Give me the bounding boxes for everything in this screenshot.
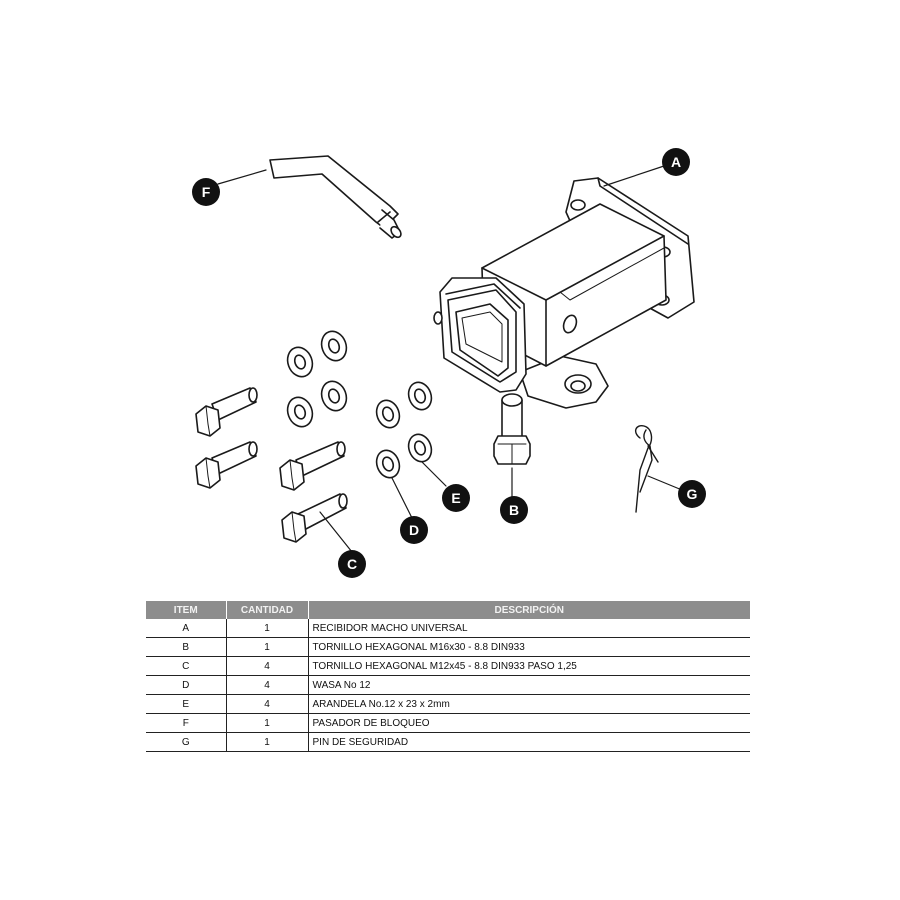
cell-item: G (146, 732, 226, 752)
svg-text:E: E (451, 490, 460, 506)
svg-text:D: D (409, 522, 419, 538)
table-header-row: ITEM CANTIDAD DESCRIPCIÓN (146, 601, 750, 619)
safety-pin-part-g (634, 424, 659, 513)
cell-qty: 1 (225, 619, 308, 638)
locking-pin-part-f (269, 155, 402, 239)
svg-text:G: G (687, 486, 698, 502)
header-descripcion: DESCRIPCIÓN (307, 601, 750, 619)
cell-item: B (146, 637, 226, 657)
callout-e: E (442, 484, 470, 512)
cell-desc: TORNILLO HEXAGONAL M12x45 - 8.8 DIN933 P… (307, 656, 750, 676)
table-row: D 4 WASA No 12 (146, 675, 750, 695)
cell-qty: 4 (225, 675, 308, 695)
svg-text:B: B (509, 502, 519, 518)
cell-desc: TORNILLO HEXAGONAL M16x30 - 8.8 DIN933 (307, 637, 750, 657)
cell-desc: PASADOR DE BLOQUEO (307, 713, 750, 733)
parts-list-table: ITEM CANTIDAD DESCRIPCIÓN A 1 RECIBIDOR … (146, 601, 750, 752)
svg-text:F: F (202, 184, 211, 200)
table-row: F 1 PASADOR DE BLOQUEO (146, 713, 750, 733)
washers-parts-d-e (286, 330, 433, 479)
cell-qty: 4 (225, 656, 308, 676)
cell-qty: 1 (225, 732, 308, 752)
svg-text:A: A (671, 154, 681, 170)
cell-item: C (146, 656, 226, 676)
svg-text:C: C (347, 556, 357, 572)
cell-desc: RECIBIDOR MACHO UNIVERSAL (307, 619, 750, 638)
callout-c: C (338, 550, 366, 578)
table-row: A 1 RECIBIDOR MACHO UNIVERSAL (146, 619, 750, 638)
cell-item: D (146, 675, 226, 695)
header-item: ITEM (146, 601, 226, 619)
receiver-hitch-part-a (433, 177, 695, 409)
table-row: E 4 ARANDELA No.12 x 23 x 2mm (146, 694, 750, 714)
cell-qty: 1 (225, 713, 308, 733)
cell-item: A (146, 619, 226, 638)
callout-f: F (192, 178, 220, 206)
header-cantidad: CANTIDAD (225, 601, 308, 619)
cell-qty: 4 (225, 694, 308, 714)
cell-desc: PIN DE SEGURIDAD (307, 732, 750, 752)
table-row: G 1 PIN DE SEGURIDAD (146, 732, 750, 752)
hex-bolts-part-c (195, 387, 348, 543)
leader-lines (217, 165, 683, 553)
cell-item: F (146, 713, 226, 733)
exploded-parts-diagram: A F B C D E G (192, 148, 706, 578)
callout-d: D (400, 516, 428, 544)
callout-b: B (500, 496, 528, 524)
callout-g: G (678, 480, 706, 508)
table-row: C 4 TORNILLO HEXAGONAL M12x45 - 8.8 DIN9… (146, 656, 750, 676)
cell-qty: 1 (225, 637, 308, 657)
callout-a: A (662, 148, 690, 176)
table-row: B 1 TORNILLO HEXAGONAL M16x30 - 8.8 DIN9… (146, 637, 750, 657)
cell-desc: WASA No 12 (307, 675, 750, 695)
cell-desc: ARANDELA No.12 x 23 x 2mm (307, 694, 750, 714)
hex-bolt-part-b (493, 393, 531, 465)
cell-item: E (146, 694, 226, 714)
